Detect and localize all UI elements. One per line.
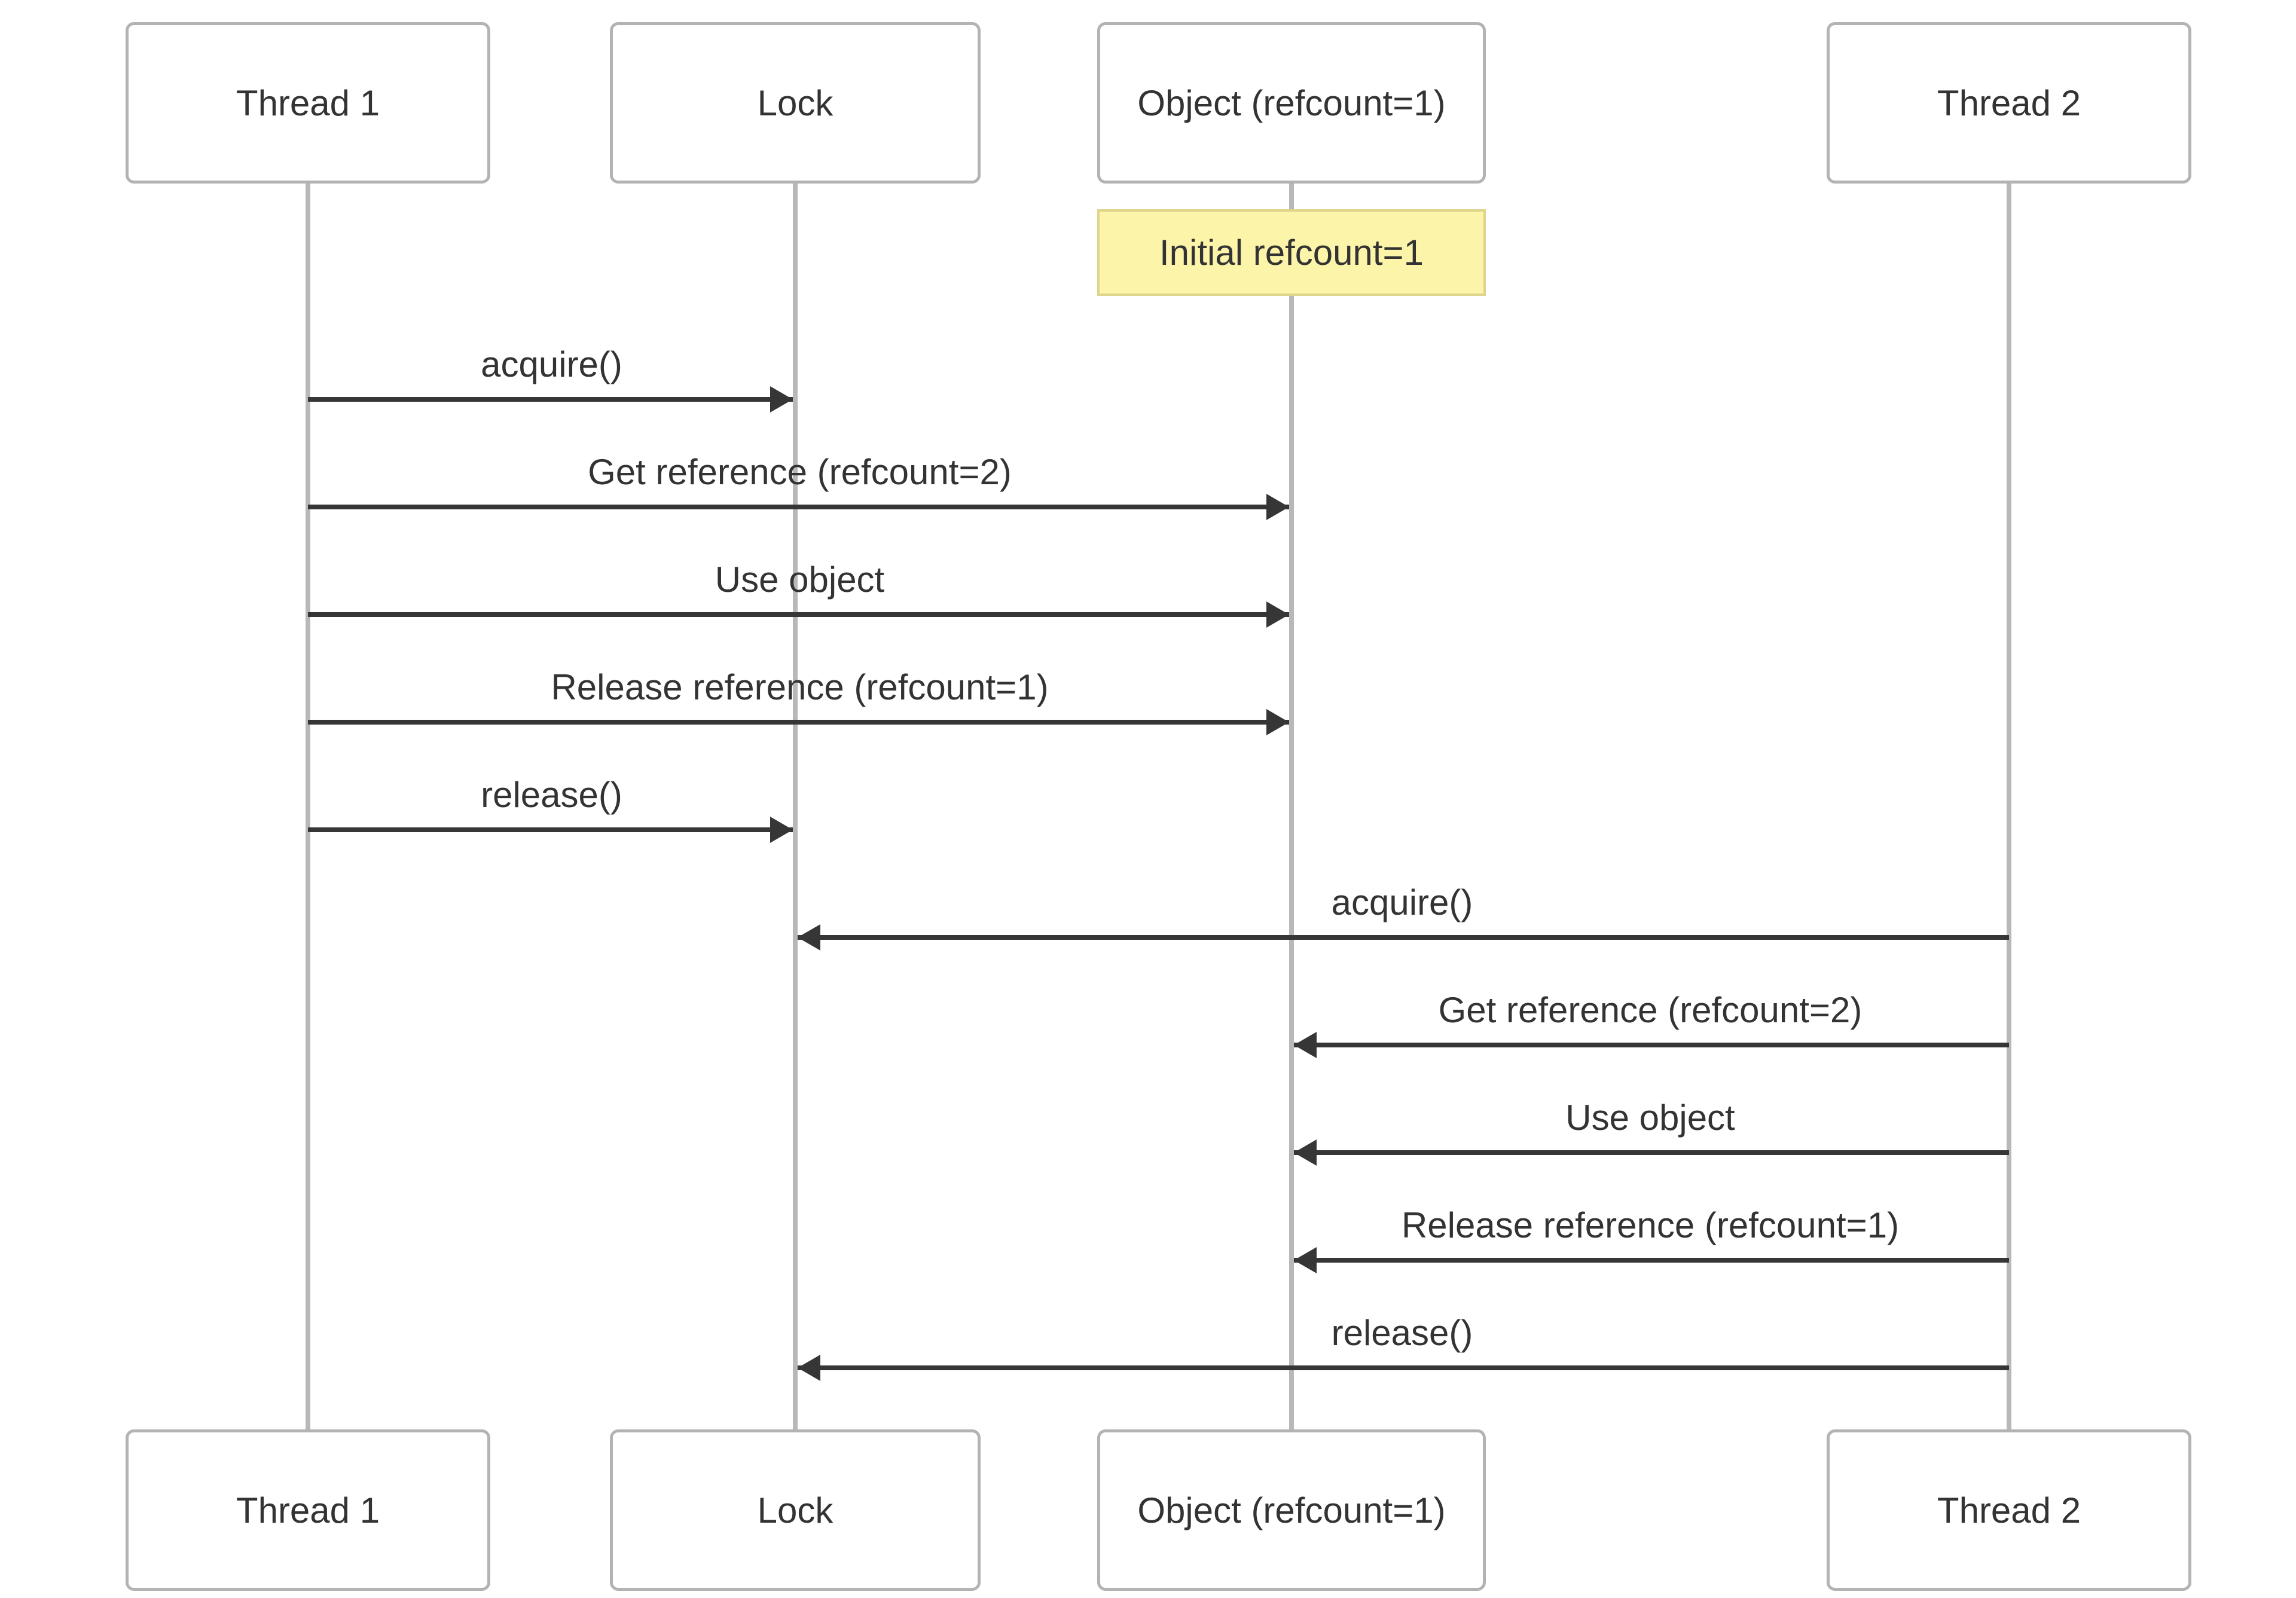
message-label: Use object xyxy=(1565,1098,1735,1138)
message-line xyxy=(1294,1150,2009,1155)
message-line xyxy=(798,1365,2009,1370)
message-line xyxy=(1294,1043,2009,1047)
participant-label-thread1: Thread 1 xyxy=(236,83,380,123)
arrowhead-icon xyxy=(770,386,793,413)
message-label: acquire() xyxy=(481,344,622,384)
message-label: release() xyxy=(1331,1313,1473,1353)
participant-label-thread2: Thread 2 xyxy=(1937,1490,2081,1530)
participant-label-thread1: Thread 1 xyxy=(236,1490,380,1530)
message-line xyxy=(798,935,2009,940)
participant-label-object: Object (refcount=1) xyxy=(1137,1490,1446,1530)
arrowhead-icon xyxy=(798,1355,820,1381)
message-label: Release reference (refcount=1) xyxy=(551,667,1049,707)
arrowhead-icon xyxy=(1294,1247,1317,1273)
message-label: Release reference (refcount=1) xyxy=(1401,1205,1900,1245)
participant-box-bottom-object: Object (refcount=1) xyxy=(1097,1429,1486,1591)
message-line xyxy=(308,827,793,832)
message-line xyxy=(308,397,793,402)
message-line xyxy=(1294,1258,2009,1263)
message-line xyxy=(308,612,1289,617)
lifeline-object xyxy=(1289,184,1294,1429)
lifeline-lock xyxy=(793,184,798,1429)
participant-label-thread2: Thread 2 xyxy=(1937,83,2081,123)
participant-box-top-lock: Lock xyxy=(610,22,981,184)
participant-label-object: Object (refcount=1) xyxy=(1137,83,1446,123)
arrowhead-icon xyxy=(798,924,820,951)
participant-label-lock: Lock xyxy=(757,1490,833,1530)
note-initial-refcount: Initial refcount=1 xyxy=(1097,209,1486,296)
message-label: Get reference (refcount=2) xyxy=(588,452,1012,492)
message-line xyxy=(308,505,1289,509)
message-label: release() xyxy=(481,775,622,815)
message-label: Use object xyxy=(715,560,885,600)
message-label: acquire() xyxy=(1331,882,1473,922)
message-line xyxy=(308,720,1289,725)
participant-label-lock: Lock xyxy=(757,83,833,123)
arrowhead-icon xyxy=(1294,1139,1317,1166)
participant-box-top-thread2: Thread 2 xyxy=(1827,22,2191,184)
participant-box-top-thread1: Thread 1 xyxy=(126,22,490,184)
arrowhead-icon xyxy=(1266,709,1289,735)
message-label: Get reference (refcount=2) xyxy=(1438,990,1863,1030)
lifeline-thread1 xyxy=(306,184,310,1429)
participant-box-bottom-thread2: Thread 2 xyxy=(1827,1429,2191,1591)
arrowhead-icon xyxy=(1266,601,1289,628)
participant-box-top-object: Object (refcount=1) xyxy=(1097,22,1486,184)
lifeline-thread2 xyxy=(2007,184,2011,1429)
arrowhead-icon xyxy=(1294,1032,1317,1058)
arrowhead-icon xyxy=(1266,494,1289,520)
arrowhead-icon xyxy=(770,817,793,843)
participant-box-bottom-lock: Lock xyxy=(610,1429,981,1591)
participant-box-bottom-thread1: Thread 1 xyxy=(126,1429,490,1591)
